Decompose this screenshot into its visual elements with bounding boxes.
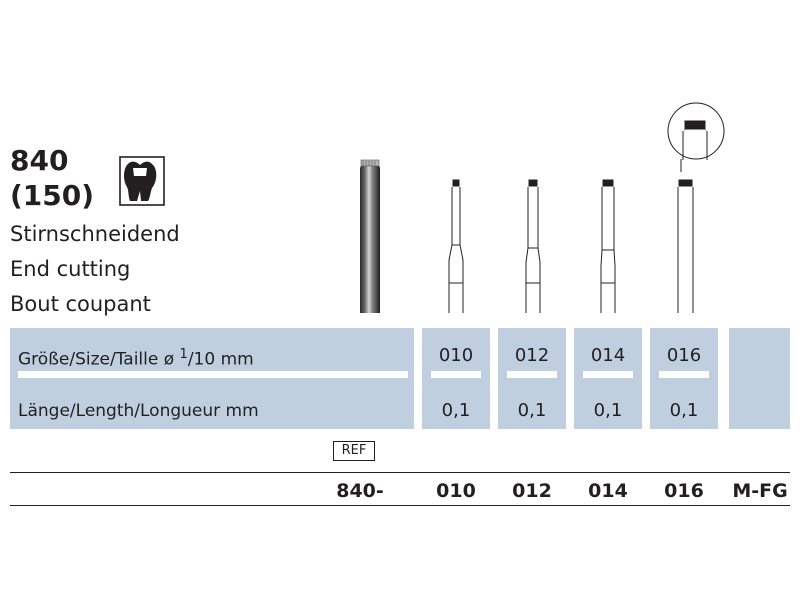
tooth-crown-icon bbox=[119, 156, 165, 206]
length-value: 0,1 bbox=[669, 400, 699, 421]
label-panel bbox=[10, 328, 414, 429]
size-value: 016 bbox=[666, 345, 702, 366]
ref-number: 014 bbox=[588, 480, 628, 502]
description-de: Stirnschneidend bbox=[10, 222, 180, 246]
length-value: 0,1 bbox=[441, 400, 471, 421]
column-panel-012 bbox=[498, 328, 566, 429]
description-fr: Bout coupant bbox=[10, 292, 151, 316]
separator-bar bbox=[507, 371, 557, 378]
table-rule-bottom bbox=[10, 505, 790, 506]
product-code: 840 bbox=[10, 144, 69, 177]
bur-014-icon bbox=[600, 179, 616, 313]
ref-badge: REF bbox=[333, 441, 375, 461]
table-rule-top bbox=[10, 472, 790, 473]
ref-number: 010 bbox=[436, 480, 476, 502]
column-panel-shank bbox=[729, 328, 790, 429]
separator-bar bbox=[659, 371, 709, 378]
separator-bar bbox=[431, 371, 481, 378]
column-panel-010 bbox=[422, 328, 490, 429]
description-en: End cutting bbox=[10, 257, 131, 281]
column-panel-016 bbox=[650, 328, 718, 429]
size-value: 012 bbox=[514, 345, 550, 366]
ref-number: 012 bbox=[512, 480, 552, 502]
length-label: Länge/Length/Longueur mm bbox=[18, 401, 259, 421]
length-value: 0,1 bbox=[593, 400, 623, 421]
bur-shank-icon bbox=[360, 159, 380, 313]
size-label: Größe/Size/Taille ø 1/10 mm bbox=[18, 347, 254, 370]
bur-012-icon bbox=[525, 179, 541, 313]
product-subcode: (150) bbox=[10, 179, 95, 212]
bur-016-icon bbox=[677, 179, 694, 313]
length-value: 0,1 bbox=[517, 400, 547, 421]
size-value: 014 bbox=[590, 345, 626, 366]
bur-010-icon bbox=[448, 179, 464, 313]
size-value: 010 bbox=[438, 345, 474, 366]
separator-bar bbox=[18, 371, 408, 378]
shank-type: M-FG bbox=[732, 480, 788, 502]
ref-number: 016 bbox=[664, 480, 704, 502]
column-panel-014 bbox=[574, 328, 642, 429]
tip-detail-magnifier-icon bbox=[667, 102, 725, 172]
separator-bar bbox=[583, 371, 633, 378]
ref-prefix: 840- bbox=[336, 480, 384, 502]
